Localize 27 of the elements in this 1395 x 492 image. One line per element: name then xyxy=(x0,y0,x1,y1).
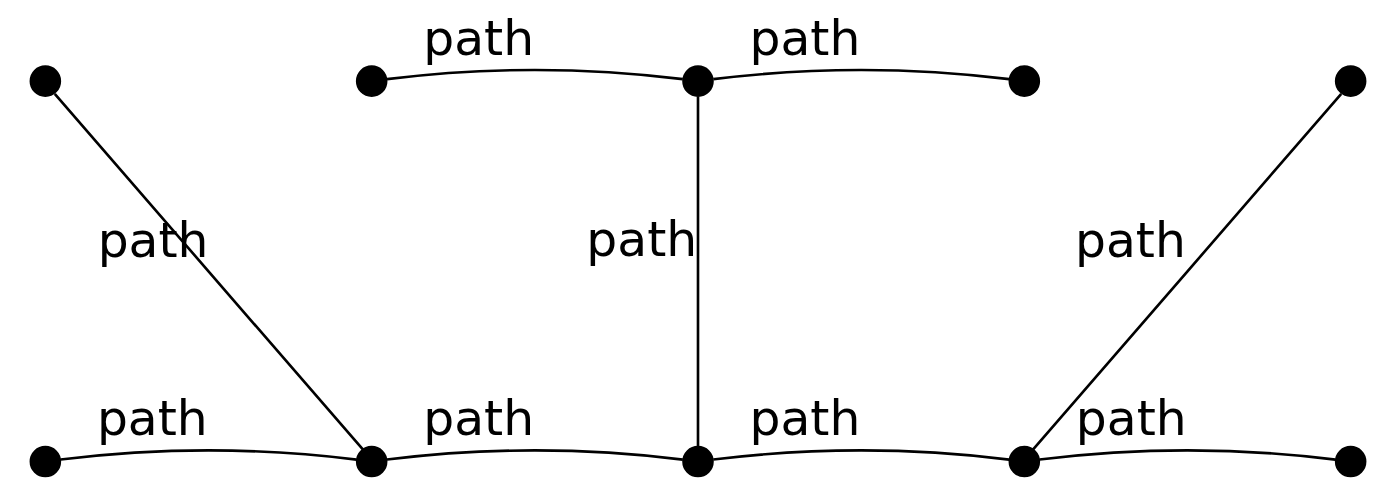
connector xyxy=(53,93,364,451)
connector xyxy=(1039,449,1336,461)
edge-label: path xyxy=(585,210,697,267)
node-circle xyxy=(1008,445,1040,478)
node-circle xyxy=(29,65,61,97)
connector xyxy=(712,68,1009,81)
edge-label: path xyxy=(1075,390,1187,447)
connector xyxy=(386,449,683,461)
node-circle xyxy=(355,65,387,97)
edge-label: path xyxy=(1074,211,1186,268)
node-circle xyxy=(1334,65,1366,97)
connector xyxy=(712,449,1009,461)
node-circle xyxy=(681,445,714,478)
edge-label: path xyxy=(96,390,208,447)
node-circle xyxy=(355,445,387,478)
connector xyxy=(696,96,699,447)
node-circle xyxy=(1334,445,1366,478)
node-circle xyxy=(681,65,714,97)
connector xyxy=(60,449,357,461)
node-circle xyxy=(29,445,61,478)
node-circle xyxy=(1008,65,1040,97)
edge-label: path xyxy=(422,9,534,66)
edge-label: path xyxy=(749,390,860,447)
edge-label: path xyxy=(422,390,534,447)
connector xyxy=(386,68,683,81)
connector xyxy=(1031,93,1342,451)
edge-label: path xyxy=(749,9,860,66)
